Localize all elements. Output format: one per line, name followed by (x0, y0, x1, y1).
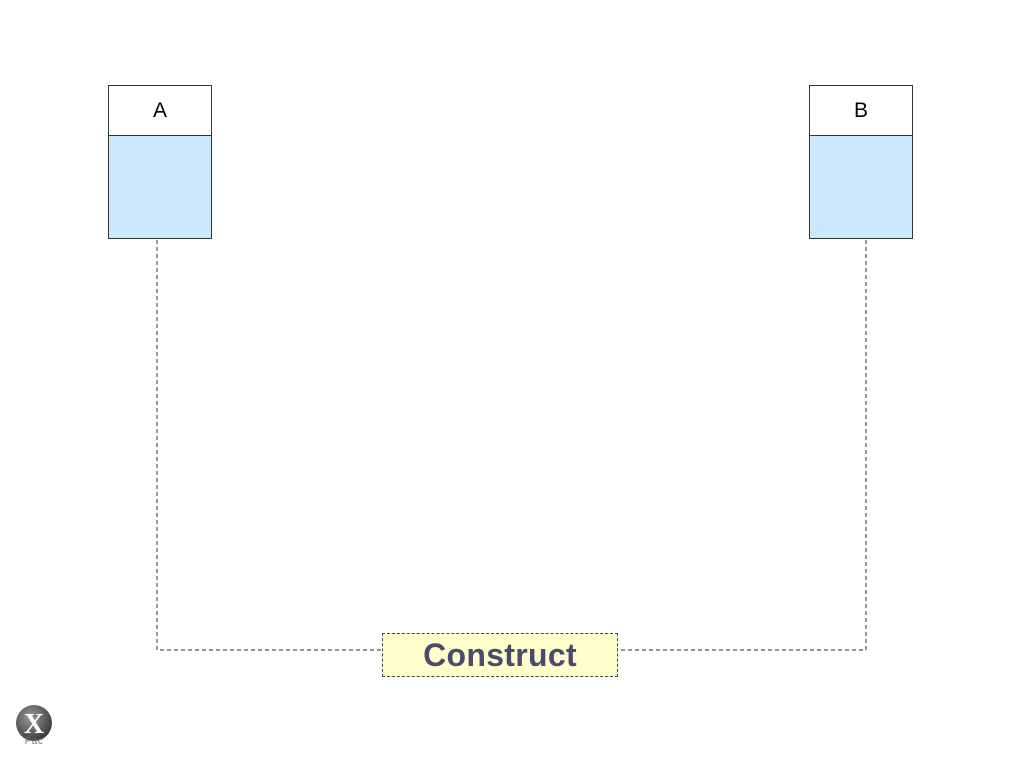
connector-line-b (618, 240, 867, 651)
node-b[interactable]: B (809, 85, 913, 239)
node-a-body (109, 136, 211, 238)
logo-letter: X (24, 709, 44, 740)
node-b-label: B (810, 86, 912, 136)
node-a-label: A (109, 86, 211, 136)
logo-text: Pac (24, 736, 44, 747)
node-a[interactable]: A (108, 85, 212, 239)
construct-label[interactable]: Construct (382, 633, 618, 677)
xpac-logo-icon: X (16, 705, 52, 741)
connector-line-a (156, 240, 382, 651)
node-b-body (810, 136, 912, 238)
